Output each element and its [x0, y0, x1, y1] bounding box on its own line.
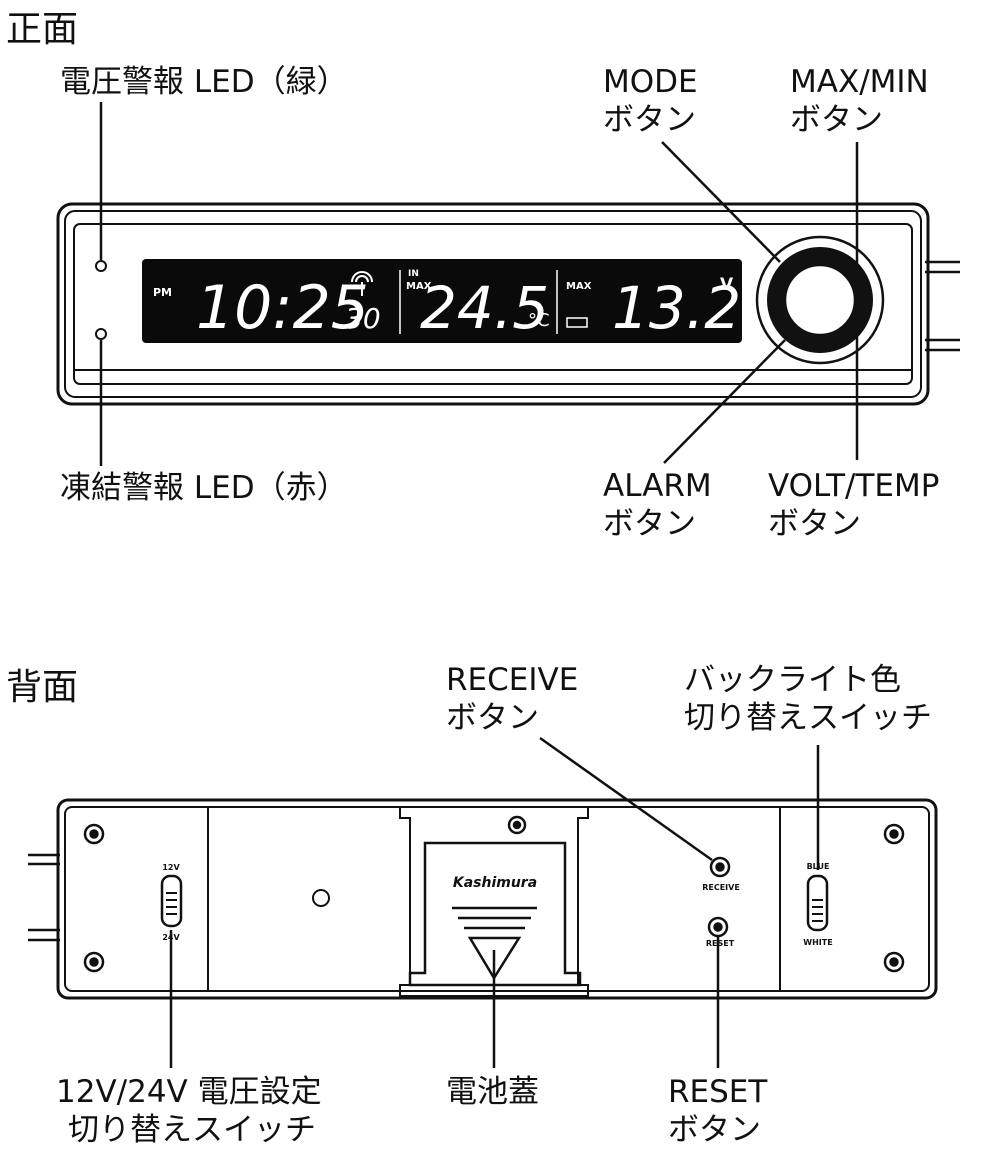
lcd-seconds: 30 — [345, 302, 381, 335]
radio-signal-icon — [351, 271, 373, 296]
brand-logo: Kashimura — [453, 875, 537, 891]
back-leader-lines — [169, 736, 820, 1068]
back-device-tags: Kashimura 12V 24V RECEIVE RESET BLUE WHI… — [162, 862, 832, 948]
back-hole — [312, 889, 330, 907]
dial-outer-ring — [755, 235, 885, 365]
lcd-volt-unit: V — [720, 275, 734, 295]
label-maxmin-button-1: MAX/MIN — [790, 64, 929, 100]
lcd-time: 10:25 — [196, 273, 369, 343]
back-device — [28, 798, 938, 1000]
receive-tag: RECEIVE — [702, 883, 740, 892]
color-switch — [806, 874, 829, 932]
front-leader-lines — [99, 102, 859, 466]
label-freeze-alarm-led: 凍結警報 LED（赤） — [60, 470, 348, 506]
battery-icon — [566, 317, 588, 328]
label-voltage-alarm-led: 電圧警報 LED（緑） — [60, 64, 348, 100]
color-tag-white: WHITE — [803, 938, 832, 947]
label-receive-button-2: ボタン — [446, 700, 539, 736]
label-volttemp-button-2: ボタン — [768, 506, 861, 542]
switch-tag-12v: 12V — [162, 863, 180, 872]
front-body-inner — [73, 223, 913, 385]
front-body-outer — [56, 202, 930, 406]
section-title-back: 背面 — [6, 667, 79, 708]
label-alarm-button-1: ALARM — [603, 468, 712, 504]
lcd-display: PM 10:25 30 IN MAX 24.5 °C MAX 13.2 V — [142, 259, 742, 343]
dial-knob — [783, 263, 857, 337]
label-backlight-switch-1: バックライト色 — [684, 662, 901, 698]
label-battery-cover: 電池蓋 — [446, 1074, 539, 1110]
back-body-inner — [64, 806, 930, 992]
front-device — [56, 202, 960, 406]
leader-mode — [661, 141, 781, 263]
label-mode-button-2: ボタン — [603, 102, 696, 138]
lcd-volt-max: MAX — [566, 281, 592, 292]
label-maxmin-button-2: ボタン — [790, 102, 883, 138]
label-voltage-switch-1: 12V/24V 電圧設定 — [56, 1074, 322, 1110]
label-voltage-switch-2: 切り替えスイッチ — [68, 1112, 316, 1148]
led-red — [95, 328, 107, 340]
label-volttemp-button-1: VOLT/TEMP — [768, 468, 940, 504]
battery-cover-arrow — [467, 936, 522, 981]
battery-cover — [408, 841, 582, 987]
back-body-outer — [56, 798, 938, 1000]
voltage-switch — [160, 874, 183, 928]
label-receive-button-1: RECEIVE — [446, 662, 579, 698]
lcd-temperature: 24.5 — [420, 274, 549, 342]
label-backlight-switch-2: 切り替えスイッチ — [684, 700, 932, 736]
reset-tag: RESET — [706, 939, 735, 948]
lcd-temp-mode: IN — [408, 269, 419, 279]
receive-button-shape — [709, 856, 731, 878]
section-title-front: 正面 — [6, 9, 79, 50]
front-body-mid — [64, 210, 922, 398]
label-reset-button-1: RESET — [668, 1074, 768, 1110]
label-reset-button-2: ボタン — [668, 1112, 761, 1148]
lcd-temp-max: MAX — [406, 281, 432, 292]
label-alarm-button-2: ボタン — [603, 506, 696, 542]
leader-alarm — [663, 339, 786, 464]
lcd-pm: PM — [153, 286, 172, 299]
label-mode-button-1: MODE — [603, 64, 698, 100]
led-green — [95, 260, 107, 272]
lcd-temp-unit: °C — [528, 310, 550, 331]
lcd-voltage: 13.2 — [612, 274, 741, 342]
leader-receive — [539, 736, 713, 862]
